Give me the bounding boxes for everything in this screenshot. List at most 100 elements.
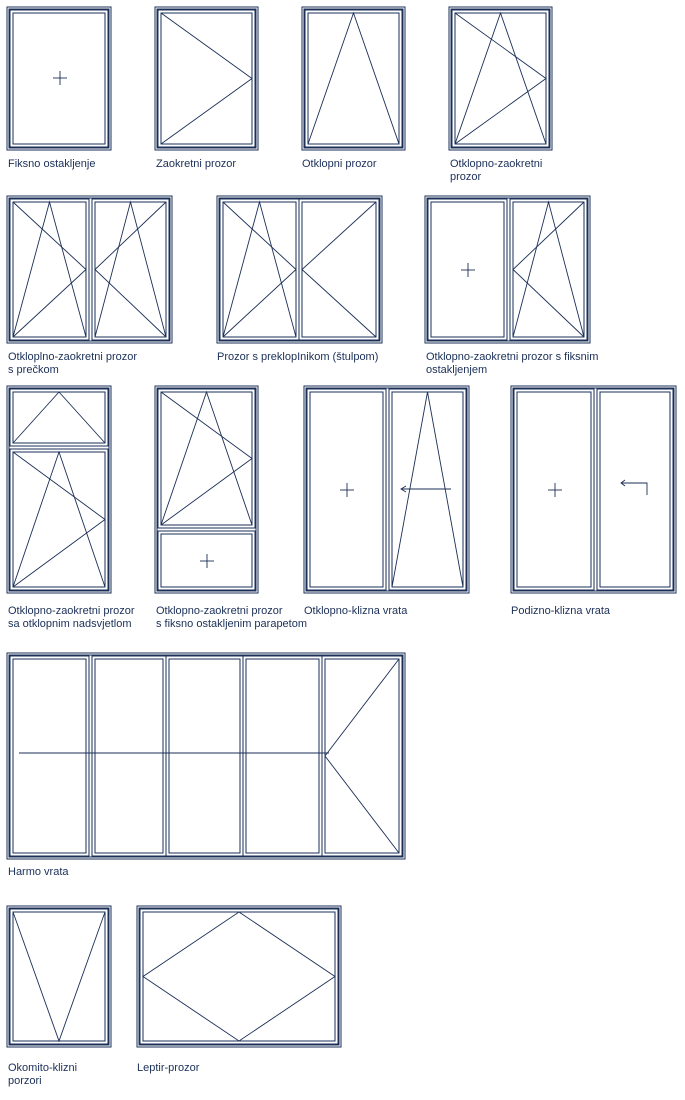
- sash-frame: [91, 655, 167, 857]
- label-tilt-turn-mullion: Otkloplno-zaokretni prozor s prečkom: [8, 351, 137, 377]
- label-line: Otkloplno-zaokretni prozor: [8, 351, 138, 363]
- glass-line: [160, 391, 253, 526]
- turn-mark: [12, 201, 87, 338]
- symbol-vertical-slide: [6, 905, 112, 1048]
- label-line: Podizno-klizna vrata: [511, 605, 611, 617]
- label-tilt-slide-door: Otklopno-klizna vrata: [304, 605, 407, 618]
- label-line: s prečkom: [8, 364, 59, 376]
- outer-frame-inner: [8, 387, 110, 592]
- glass-line: [324, 658, 400, 854]
- outer-frame-inner: [156, 8, 257, 149]
- outer-frame: [154, 6, 259, 151]
- sash-frame: [513, 388, 595, 591]
- label-tilt-turn-parapet: Otklopno-zaokretni prozor s fiksno ostak…: [156, 605, 307, 631]
- label-folding-door: Harmo vrata: [8, 866, 69, 879]
- turn-mark: [454, 12, 547, 145]
- turn-mark: [512, 201, 585, 338]
- outer-frame: [6, 195, 173, 344]
- sash-frame: [9, 908, 109, 1045]
- outer-frame: [510, 385, 677, 594]
- sash-frame: [139, 908, 339, 1045]
- symbol-turn: [154, 6, 259, 151]
- sash-frame: [509, 198, 588, 341]
- sash-frame: [157, 530, 256, 591]
- glass-line: [599, 391, 671, 588]
- turn-mark: [301, 201, 377, 338]
- outer-frame: [424, 195, 591, 344]
- label-tilt-turn-transom: Otklopno-zaokretni prozor sa otklopnim n…: [8, 605, 135, 631]
- outer-frame: [301, 6, 406, 151]
- label-line: Otklopno-zaokretni prozor: [156, 605, 283, 617]
- turn-mark: [160, 391, 253, 526]
- label-fixed: Fiksno ostakljenje: [8, 158, 95, 171]
- symbol-tilt-turn: [448, 6, 553, 151]
- glass-line: [12, 12, 106, 145]
- tilt-mark: [160, 390, 253, 526]
- glass-line: [307, 12, 400, 145]
- sash-frame: [304, 9, 403, 148]
- label-line: prozor: [450, 171, 482, 183]
- turn-mark: [324, 658, 400, 854]
- sash-frame: [388, 388, 467, 591]
- label-tilt-turn: Otklopno-zaokretni prozor: [450, 158, 542, 184]
- sash-frame: [242, 655, 323, 857]
- label-line: sa otklopnim nadsvjetlom: [8, 618, 132, 630]
- glass-line: [245, 658, 320, 854]
- sash-frame: [219, 198, 300, 341]
- glass-line: [516, 391, 592, 588]
- outer-frame: [6, 905, 112, 1048]
- outer-frame: [136, 905, 342, 1048]
- label-line: Leptir-prozor: [137, 1062, 200, 1074]
- outer-frame-inner: [218, 197, 381, 342]
- label-lift-slide-door: Podizno-klizna vrata: [511, 605, 610, 618]
- glass-line: [142, 911, 336, 1042]
- glass-line: [160, 533, 253, 588]
- symbol-stulp: [216, 195, 383, 344]
- glass-line: [94, 201, 167, 338]
- glass-line: [94, 658, 164, 854]
- outer-frame: [303, 385, 470, 594]
- outer-frame-inner: [512, 387, 675, 592]
- outer-frame-inner: [8, 8, 110, 149]
- outer-frame-inner: [8, 907, 110, 1046]
- label-line: Prozor s preklopInikom (štulpom): [217, 351, 379, 363]
- tilt-mark: [94, 200, 167, 338]
- lift-slide-arrow: [622, 482, 648, 495]
- tilt-mark: [454, 11, 547, 145]
- sash-frame: [157, 388, 256, 529]
- glass-line: [168, 658, 241, 854]
- outer-frame: [448, 6, 553, 151]
- symbol-tilt-turn-parapet: [154, 385, 259, 594]
- sash-frame: [9, 388, 109, 447]
- turn-mark: [94, 201, 167, 338]
- tilt-mark: [391, 391, 464, 588]
- label-turn: Zaokretni prozor: [156, 158, 236, 171]
- vertical-slide-mark: [12, 911, 106, 1043]
- glass-line: [301, 201, 377, 338]
- label-stulp: Prozor s preklopInikom (štulpom): [217, 351, 378, 364]
- label-vertical-slide: Okomito-klizni porzori: [8, 1062, 77, 1088]
- slide-arrow-head: [400, 485, 407, 493]
- sash-frame: [596, 388, 674, 591]
- outer-frame: [216, 195, 383, 344]
- glass-line: [12, 658, 87, 854]
- outer-frame-inner: [8, 654, 404, 858]
- label-line: Otklopno-zaokretni prozor s fiksnim: [426, 351, 599, 363]
- outer-frame-inner: [450, 8, 551, 149]
- sash-frame: [306, 388, 387, 591]
- tilt-mark: [512, 200, 585, 338]
- symbol-drawings: [6, 6, 677, 1048]
- outer-frame: [6, 6, 112, 151]
- symbol-tilt-turn-transom: [6, 385, 112, 594]
- glass-line: [12, 391, 106, 444]
- sash-frame: [451, 9, 550, 148]
- glass-line: [430, 201, 505, 338]
- label-line: Fiksno ostakljenje: [8, 158, 96, 170]
- symbol-fixed: [6, 6, 112, 151]
- label-butterfly: Leptir-prozor: [137, 1062, 199, 1075]
- symbol-tilt: [301, 6, 406, 151]
- outer-frame: [154, 385, 259, 594]
- tilt-mark: [307, 11, 400, 145]
- outer-frame-inner: [305, 387, 468, 592]
